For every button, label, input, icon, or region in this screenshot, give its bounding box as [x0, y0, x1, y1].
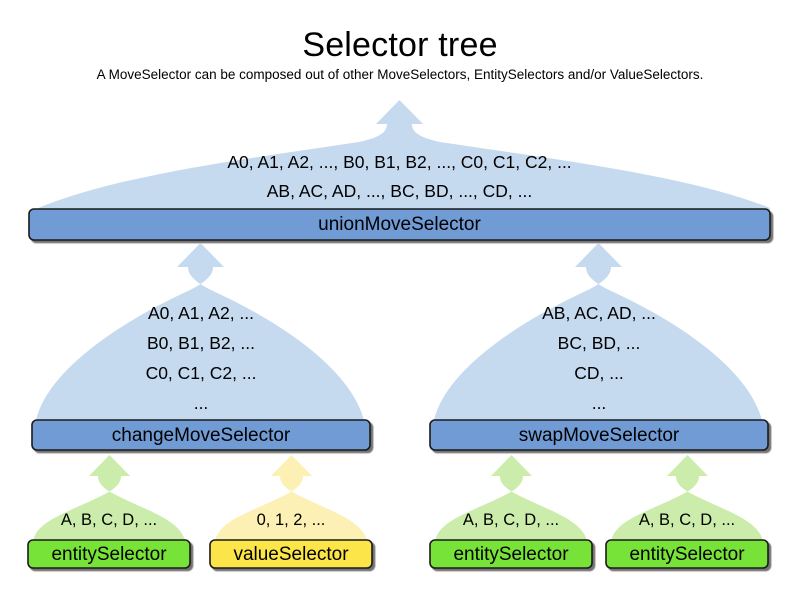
union-content-line: AB, AC, AD, ..., BC, BD, ..., CD, ... [266, 181, 533, 201]
swap-content-line: ... [591, 393, 607, 413]
leaf-dome-arrow-2 [435, 455, 588, 545]
swap-content-line: CD, ... [574, 363, 624, 383]
change-content-line: C0, C1, C2, ... [145, 363, 257, 383]
union-move-selector-label[interactable]: unionMoveSelector [318, 214, 481, 235]
swap-move-selector-label[interactable]: swapMoveSelector [518, 424, 680, 446]
union-bar [28, 208, 771, 241]
swap-content-line: BC, BD, ... [557, 333, 641, 353]
leaf-bar-1 [209, 539, 373, 569]
leaf-content-1: 0, 1, 2, ... [256, 511, 326, 529]
change-content-line: B0, B1, B2, ... [147, 333, 255, 353]
change-content-line: A0, A1, A2, ... [147, 303, 255, 323]
page-subtitle: A MoveSelector can be composed out of ot… [96, 67, 704, 82]
leaf-content-3: A, B, C, D, ... [638, 511, 736, 529]
swap-content-line: AB, AC, AD, ... [542, 303, 656, 323]
entity-selector-label-2[interactable]: entitySelector [453, 543, 569, 565]
union-content-line: A0, A1, A2, ..., B0, B1, B2, ..., C0, C1… [227, 152, 572, 172]
entity-selector-label-3[interactable]: entitySelector [629, 543, 745, 565]
leaf-dome-arrow-0 [33, 455, 186, 545]
union-dome-arrow [29, 100, 770, 212]
leaf-bar-3 [605, 539, 769, 569]
entity-selector-label-0[interactable]: entitySelector [51, 543, 167, 565]
leaf-bar-2 [429, 539, 593, 569]
swap-bar [429, 419, 769, 451]
page-title: Selector tree [302, 26, 498, 64]
leaf-content-0: A, B, C, D, ... [60, 511, 158, 529]
change-content-line: ... [193, 393, 209, 413]
change-move-selector-label[interactable]: changeMoveSelector [111, 424, 291, 446]
change-bar [31, 419, 371, 451]
swap-dome-arrow [434, 243, 763, 424]
union-move-selector-content: A0, A1, A2, ..., B0, B1, B2, ..., C0, C1… [29, 152, 770, 202]
change-dome-arrow [36, 243, 365, 424]
change-move-selector-content: A0, A1, A2, ... B0, B1, B2, ... C0, C1, … [32, 303, 370, 414]
swap-move-selector-content: AB, AC, AD, ... BC, BD, ... CD, ... ... [430, 303, 768, 414]
leaf-bar-0 [27, 539, 191, 569]
value-selector-label-1[interactable]: valueSelector [233, 543, 349, 565]
leaf-dome-arrow-1 [215, 455, 368, 545]
leaf-content-2: A, B, C, D, ... [462, 511, 560, 529]
leaf-dome-arrow-3 [611, 455, 764, 545]
